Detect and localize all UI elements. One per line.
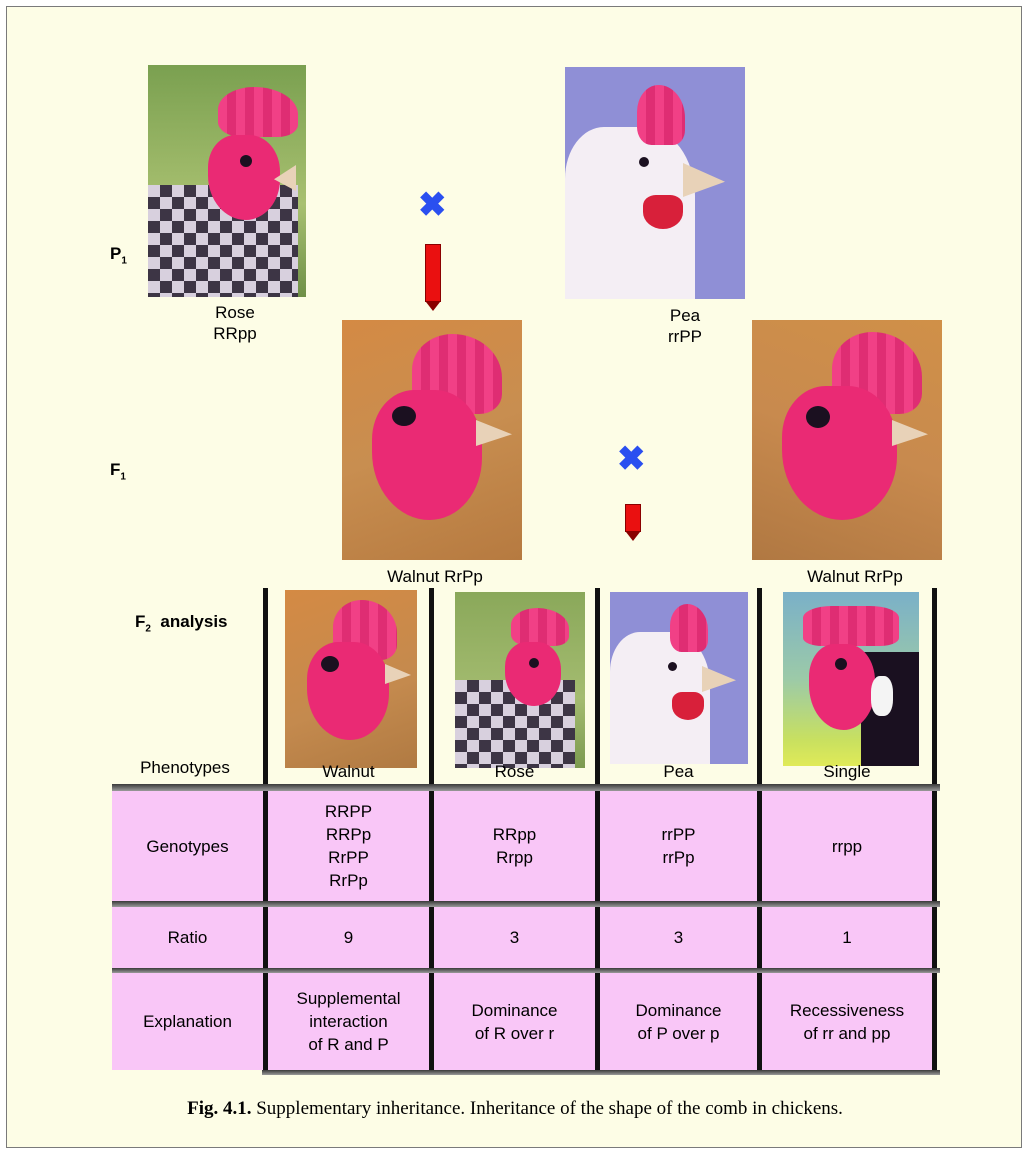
f1-down-arrow-tip-icon xyxy=(626,532,640,541)
caption-label: Fig. 4.1. xyxy=(187,1098,252,1119)
f1-label: F1 xyxy=(110,460,126,483)
phenotype-single: Single xyxy=(823,762,871,781)
row-header-phenotypes: Phenotypes xyxy=(140,758,230,777)
table-rule-2 xyxy=(112,901,940,907)
rose-parent-phenotype: Rose xyxy=(215,303,255,322)
f2-pea-image xyxy=(610,592,748,764)
genotypes-single: rrpp xyxy=(762,791,932,901)
ratio-single: 1 xyxy=(762,907,932,968)
rose-parent-image xyxy=(148,65,306,297)
table-divider-4 xyxy=(757,588,762,1070)
row-header-genotypes: Genotypes xyxy=(112,791,263,901)
phenotype-rose: Rose xyxy=(494,762,535,781)
pea-parent-genotype: rrPP xyxy=(668,327,702,346)
ratio-walnut: 9 xyxy=(268,907,429,968)
f2-single-image xyxy=(783,592,919,766)
f1-down-arrow-icon xyxy=(625,504,641,532)
rose-parent-genotype: RRpp xyxy=(213,324,257,343)
ratio-pea: 3 xyxy=(600,907,757,968)
caption-text: Supplementary inheritance. Inheritance o… xyxy=(256,1098,843,1119)
phenotype-pea: Pea xyxy=(663,762,694,781)
table-rule-4 xyxy=(262,1070,940,1075)
f1-walnut-label-right: Walnut RrPp xyxy=(807,567,903,586)
f1-walnut-image-left xyxy=(342,320,522,560)
table-divider-3 xyxy=(595,588,600,1070)
f2-analysis-label: F2 analysis xyxy=(135,612,228,635)
down-arrow-tip-icon xyxy=(426,302,440,311)
table-divider-2 xyxy=(429,588,434,1070)
row-header-ratio: Ratio xyxy=(112,907,263,968)
f2-walnut-image xyxy=(285,590,417,768)
table-rule-1 xyxy=(112,784,940,791)
table-divider-5 xyxy=(932,588,937,1070)
down-arrow-icon xyxy=(425,244,441,302)
f2-rose-image xyxy=(455,592,585,768)
table-divider-1 xyxy=(263,588,268,1070)
p1-label: P1 xyxy=(110,244,127,267)
f1-walnut-image-right xyxy=(752,320,942,560)
f1-walnut-label-left: Walnut RrPp xyxy=(387,567,483,586)
ratio-rose: 3 xyxy=(434,907,595,968)
cross-icon: ✖ xyxy=(418,186,447,224)
phenotype-walnut: Walnut xyxy=(322,762,375,781)
table-rule-3 xyxy=(112,968,940,973)
figure-caption: Fig. 4.1. Supplementary inheritance. Inh… xyxy=(0,1098,1030,1120)
pea-parent-image xyxy=(565,67,745,299)
row-header-explanation: Explanation xyxy=(112,973,263,1070)
f1-cross-icon: ✖ xyxy=(617,440,646,478)
pea-parent-phenotype: Pea xyxy=(669,306,701,325)
